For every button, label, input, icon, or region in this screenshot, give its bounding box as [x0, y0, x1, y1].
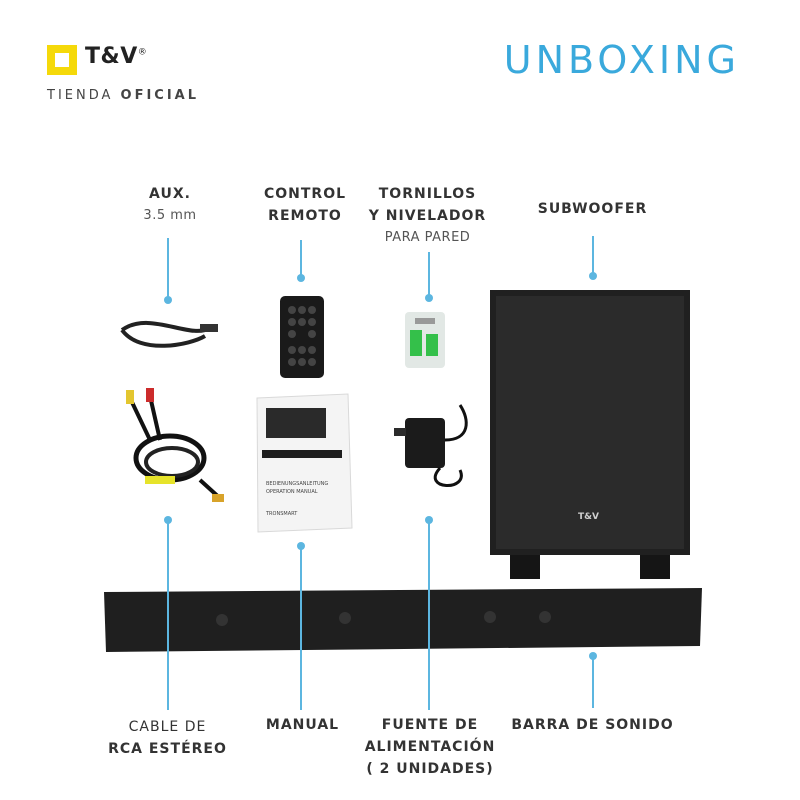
connector-manual: [297, 542, 305, 710]
page-title: UNBOXING: [503, 38, 740, 82]
subwoofer-image: [490, 290, 690, 579]
screws-bag-image: [405, 312, 445, 368]
power-adapter-image: [394, 404, 468, 487]
connector-barra: [589, 652, 597, 708]
label-aux: AUX. 3.5 mm: [143, 186, 197, 223]
label-rca: CABLE DE RCA ESTÉREO: [108, 719, 227, 757]
manual-cover-text: BEDIENUNGSANLEITUNG OPERATION MANUAL TRO…: [266, 481, 329, 517]
label-fuente: FUENTE DE ALIMENTACIÓN ( 2 UNIDADES): [364, 717, 496, 777]
label-subwoofer: SUBWOOFER: [537, 201, 648, 217]
label-tornillos: TORNILLOS Y NIVELADOR PARA PARED: [368, 186, 487, 245]
label-control-remoto: CONTROL REMOTO: [263, 186, 347, 224]
label-manual: MANUAL: [265, 717, 340, 733]
connector-subwoofer: [589, 236, 597, 280]
connector-control: [297, 240, 305, 282]
rca-cable-image: [126, 388, 224, 502]
subwoofer-badge: T&V: [578, 512, 599, 522]
connector-aux: [164, 238, 172, 304]
remote-control-image: [280, 296, 324, 378]
connector-fuente: [425, 516, 433, 710]
connector-tornillos: [425, 252, 433, 302]
logo-mark: [47, 45, 77, 75]
connector-rca: [164, 516, 172, 710]
manual-image: [256, 393, 353, 533]
aux-cable-image: [120, 320, 218, 348]
soundbar-image: [104, 588, 702, 652]
brand-name: T&V®: [85, 44, 148, 69]
tienda-oficial: TIENDA OFICIAL: [47, 88, 200, 103]
label-barra: BARRA DE SONIDO: [511, 717, 674, 733]
